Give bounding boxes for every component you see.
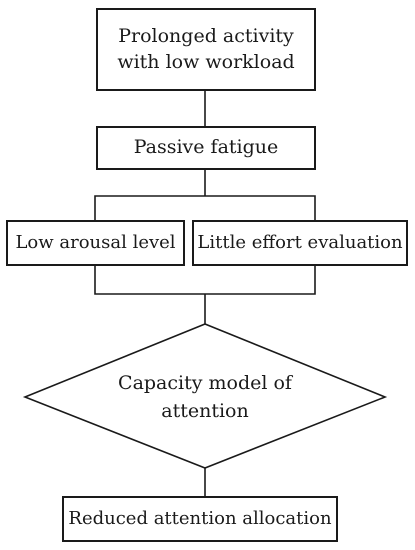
node-reduced-attention: Reduced attention allocation — [62, 496, 338, 542]
node-low-arousal: Low arousal level — [6, 220, 185, 266]
node-low-arousal-label: Low arousal level — [15, 231, 176, 253]
decision-diamond — [22, 323, 388, 469]
connector-split-bracket — [94, 195, 316, 220]
node-capacity-model: Capacity model of attention — [100, 364, 310, 430]
node-capacity-model-line-2: attention — [161, 400, 249, 422]
node-prolonged-activity: Prolonged activity with low workload — [96, 8, 316, 91]
node-little-effort: Little effort evaluation — [192, 220, 408, 266]
node-reduced-attention-label: Reduced attention allocation — [68, 507, 332, 529]
node-little-effort-label: Little effort evaluation — [197, 231, 403, 253]
node-capacity-model-line-1: Capacity model of — [118, 371, 292, 394]
node-prolonged-activity-line-2: with low workload — [117, 50, 295, 73]
connector-merge-bracket — [94, 266, 316, 295]
node-passive-fatigue: Passive fatigue — [96, 126, 316, 170]
node-passive-fatigue-label: Passive fatigue — [133, 136, 279, 159]
node-prolonged-activity-line-1: Prolonged activity — [118, 24, 294, 47]
